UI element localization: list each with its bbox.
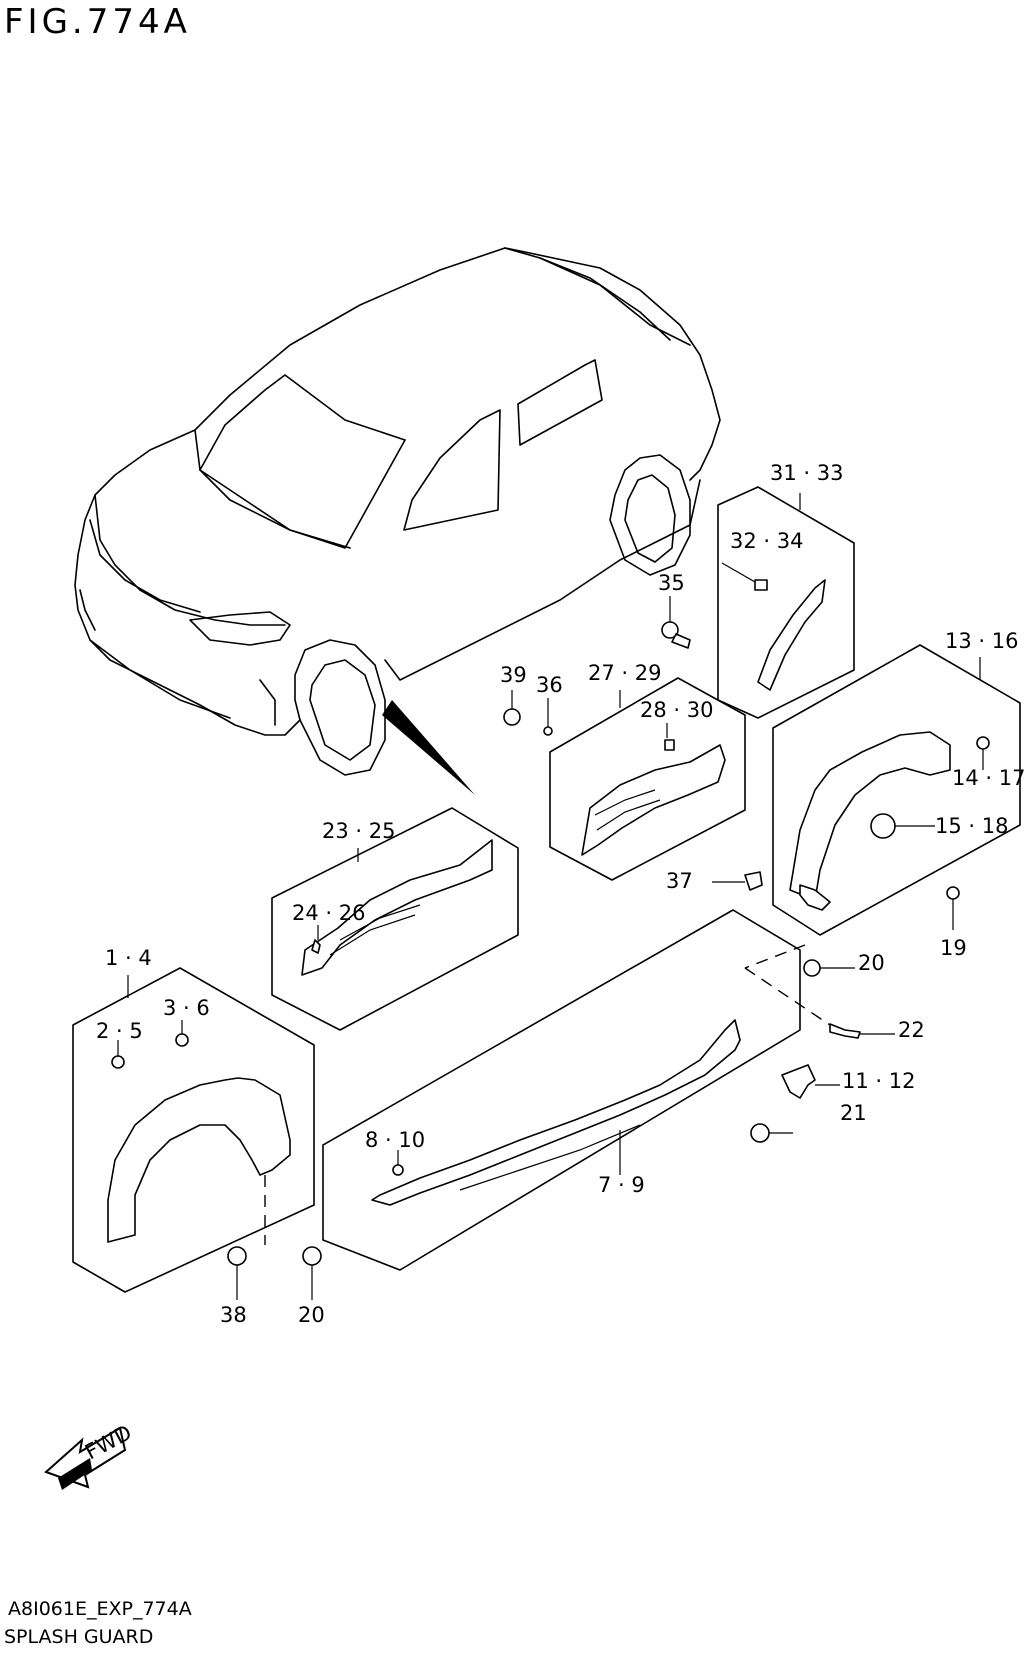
callout-20a: 20	[858, 951, 885, 975]
callout-19: 19	[940, 936, 967, 960]
vehicle-outline	[74, 247, 721, 776]
callout-15-18: 15 · 18	[935, 814, 1008, 838]
group-27-29	[503, 677, 746, 881]
view-direction-arrow	[382, 700, 475, 795]
callout-7-9: 7 · 9	[598, 1173, 645, 1197]
callout-3-6: 3 · 6	[163, 996, 210, 1020]
callout-20b: 20	[298, 1303, 325, 1327]
figure-code: A8I061E_EXP_774A	[8, 1598, 192, 1620]
fwd-arrow: FWD	[44, 1420, 136, 1490]
callout-35: 35	[658, 571, 685, 595]
callout-23-25: 23 · 25	[322, 819, 395, 843]
callout-39: 39	[500, 663, 527, 687]
callout-8-10: 8 · 10	[365, 1128, 425, 1152]
figure-title: FIG.774A	[4, 2, 191, 42]
group-23-25	[271, 807, 519, 1031]
callout-2-5: 2 · 5	[96, 1019, 143, 1043]
callout-1-4: 1 · 4	[105, 946, 152, 970]
figure-name: SPLASH GUARD	[4, 1626, 154, 1648]
group-1-4	[72, 967, 322, 1300]
group-7-9	[322, 871, 895, 1271]
callout-11-12: 11 · 12	[842, 1069, 915, 1093]
callout-21: 21	[840, 1101, 867, 1125]
group-13-16	[772, 644, 1021, 936]
callout-labels: 31 · 33 32 · 34 35 13 · 16 39 36 27 · 29…	[96, 461, 1024, 1327]
callout-14-17: 14 · 17	[952, 766, 1024, 790]
callout-28-30: 28 · 30	[640, 698, 713, 722]
callout-36: 36	[536, 673, 563, 697]
callout-27-29: 27 · 29	[588, 661, 661, 685]
callout-38: 38	[220, 1303, 247, 1327]
callout-32-34: 32 · 34	[730, 529, 803, 553]
callout-13-16: 13 · 16	[945, 629, 1018, 653]
callout-22: 22	[898, 1018, 925, 1042]
callout-37: 37	[666, 869, 693, 893]
group-31-33	[661, 486, 855, 719]
callout-31-33: 31 · 33	[770, 461, 843, 485]
callout-24-26: 24 · 26	[292, 901, 365, 925]
